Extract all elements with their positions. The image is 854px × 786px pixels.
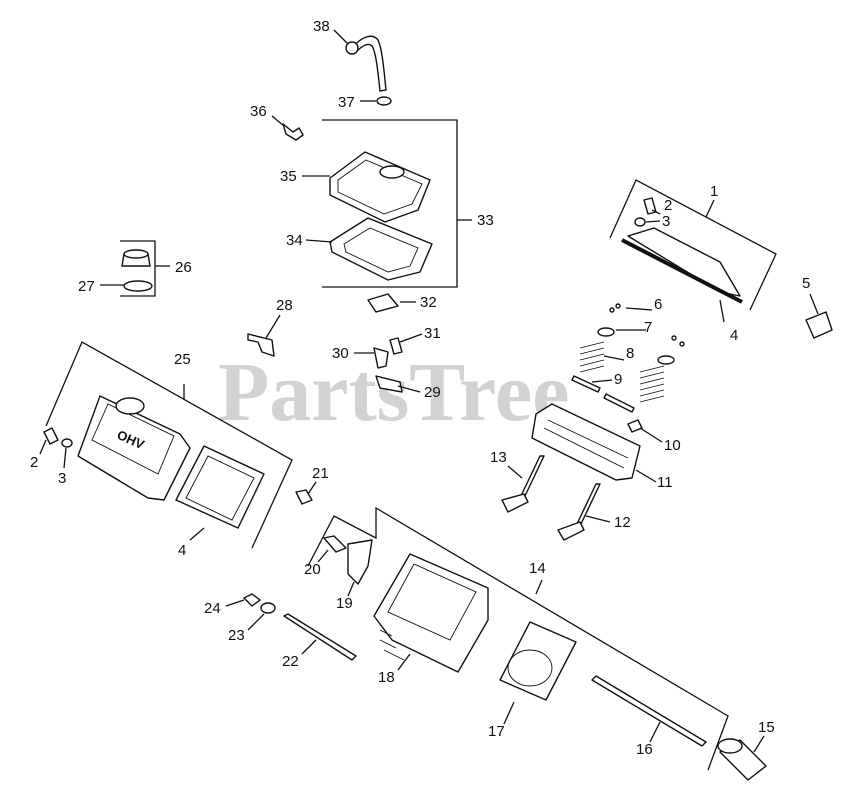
- cylinder-head-part-18[interactable]: [373, 553, 489, 673]
- callout-9: 9: [614, 371, 622, 388]
- callout-2-left: 2: [30, 454, 38, 471]
- callout-27: 27: [78, 278, 95, 295]
- callout-24: 24: [204, 600, 221, 617]
- callout-32: 32: [420, 294, 437, 311]
- lifter-part-15[interactable]: [717, 738, 767, 781]
- callout-13: 13: [490, 449, 507, 466]
- callout-17: 17: [488, 723, 505, 740]
- group-33-bracket: [322, 119, 472, 288]
- spring-part-8[interactable]: [579, 341, 665, 403]
- callout-labels: 38 37 36 35 33 34 32 26 27 28 30 31 29 2…: [30, 18, 810, 758]
- callout-15: 15: [758, 719, 775, 736]
- callout-35: 35: [280, 168, 297, 185]
- valve-part-13[interactable]: [501, 455, 545, 513]
- push-rod-part-16[interactable]: [591, 675, 707, 747]
- callout-23: 23: [228, 627, 245, 644]
- callout-7: 7: [644, 319, 652, 336]
- group-25-bracket: [45, 341, 293, 549]
- callout-14: 14: [529, 560, 546, 577]
- callout-22: 22: [282, 653, 299, 670]
- leader-lines: [39, 29, 819, 753]
- cover-plate-part-35[interactable]: [329, 151, 431, 223]
- seal-part-9[interactable]: [571, 375, 635, 413]
- callout-18: 18: [378, 669, 395, 686]
- keeper-part-6[interactable]: [609, 303, 685, 347]
- callout-4-left: 4: [178, 542, 186, 559]
- valve-part-12[interactable]: [557, 483, 601, 541]
- group-1-bracket: [609, 179, 777, 311]
- callout-8: 8: [626, 345, 634, 362]
- gasket-part-17[interactable]: [499, 621, 577, 701]
- callout-36: 36: [250, 103, 267, 120]
- guide-part-10[interactable]: [627, 419, 643, 433]
- group-26-bracket: [120, 240, 170, 297]
- gasket-part-4-right[interactable]: [621, 238, 743, 304]
- callout-3-right: 3: [662, 213, 670, 230]
- gasket-part-4-left[interactable]: [175, 445, 265, 529]
- grommet-part-37[interactable]: [376, 96, 392, 106]
- callout-25: 25: [174, 351, 191, 368]
- screw-part-2-left[interactable]: [43, 427, 59, 445]
- washer-part-3-right[interactable]: [634, 217, 646, 227]
- callout-29: 29: [424, 384, 441, 401]
- bracket-part-28[interactable]: [247, 333, 275, 357]
- callout-2-right: 2: [664, 197, 672, 214]
- gasket-part-34[interactable]: [329, 217, 433, 281]
- callout-3-left: 3: [58, 470, 66, 487]
- partstree-watermark: PartsTree: [218, 346, 569, 439]
- callout-33: 33: [477, 212, 494, 229]
- screw-part-31[interactable]: [389, 337, 403, 355]
- rocker-bracket-part-11[interactable]: [531, 403, 641, 481]
- bracket-part-5[interactable]: [805, 311, 833, 339]
- screw-part-36[interactable]: [282, 123, 304, 141]
- callout-21: 21: [312, 465, 329, 482]
- seal-part-32[interactable]: [367, 293, 399, 313]
- plug-part-20[interactable]: [323, 535, 347, 553]
- callout-16: 16: [636, 741, 653, 758]
- callout-30: 30: [332, 345, 349, 362]
- callout-31: 31: [424, 325, 441, 342]
- callout-37: 37: [338, 94, 355, 111]
- callout-28: 28: [276, 297, 293, 314]
- callout-19: 19: [336, 595, 353, 612]
- callout-5: 5: [802, 275, 810, 292]
- retainer-part-7[interactable]: [597, 327, 675, 365]
- callout-10: 10: [664, 437, 681, 454]
- washer-part-3-left[interactable]: [61, 438, 73, 448]
- callout-4-right: 4: [730, 327, 738, 344]
- group-14-bracket: [307, 506, 729, 771]
- callout-11: 11: [657, 474, 673, 491]
- clip-part-30[interactable]: [373, 347, 389, 369]
- stud-part-22[interactable]: [283, 613, 357, 661]
- callout-38: 38: [313, 18, 330, 35]
- valve-cover-part-1[interactable]: [627, 227, 741, 297]
- callout-1: 1: [710, 183, 718, 200]
- deflector-part-19[interactable]: [347, 539, 373, 585]
- callout-12: 12: [614, 514, 631, 531]
- nut-part-24[interactable]: [243, 593, 261, 607]
- breather-tube-part-38[interactable]: [345, 35, 387, 92]
- o-ring-part-27[interactable]: [123, 280, 153, 292]
- valve-cover-part-25[interactable]: OHV: [77, 395, 191, 501]
- washer-part-23[interactable]: [260, 602, 276, 614]
- callout-6: 6: [654, 296, 662, 313]
- callout-34: 34: [286, 232, 303, 249]
- callout-26: 26: [175, 259, 192, 276]
- clip-part-29[interactable]: [375, 375, 403, 393]
- callout-20: 20: [304, 561, 321, 578]
- oil-fill-cap-part-26[interactable]: [121, 249, 151, 267]
